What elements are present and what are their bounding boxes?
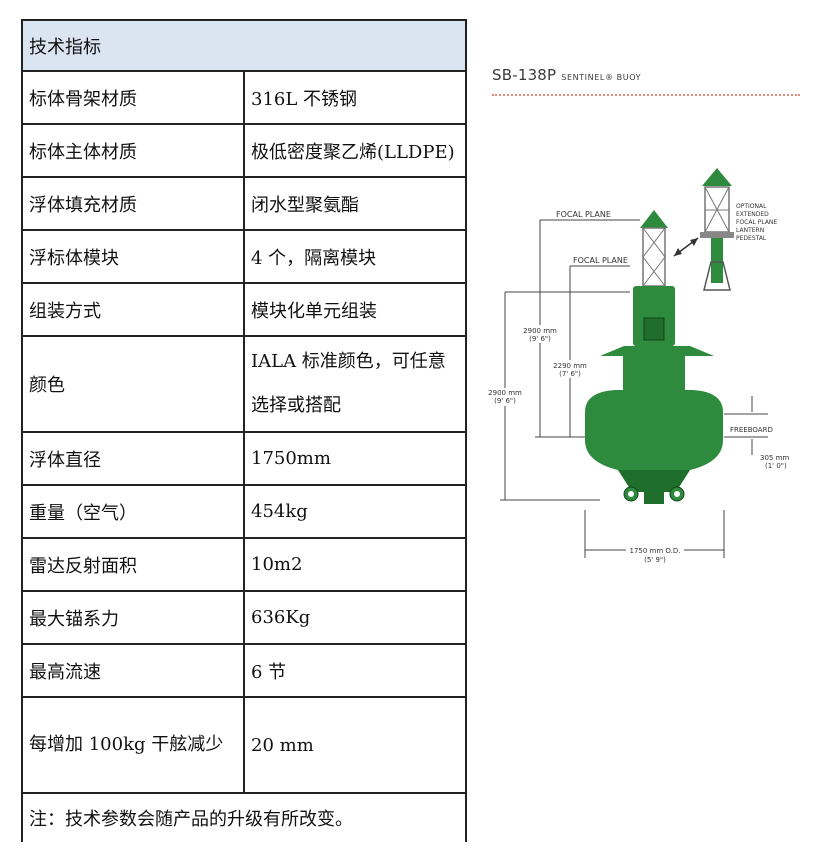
spec-key: 标体骨架材质 bbox=[21, 70, 245, 125]
spec-value: 20 mm bbox=[243, 696, 467, 794]
spec-key: 雷达反射面积 bbox=[21, 537, 245, 592]
spec-key: 标体主体材质 bbox=[21, 123, 245, 178]
optional-label: PEDESTAL bbox=[736, 235, 767, 242]
table-row: 最大锚系力 636Kg bbox=[21, 590, 467, 645]
buoy-model: SB-138P bbox=[492, 66, 557, 84]
label-bg bbox=[521, 325, 559, 343]
spec-value: 极低密度聚乙烯(LLDPE) bbox=[243, 123, 467, 178]
dimension-lines bbox=[500, 219, 768, 558]
dimension-label: (9' 6") bbox=[494, 397, 516, 405]
label-bg bbox=[626, 545, 684, 555]
spec-value: 636Kg bbox=[243, 590, 467, 645]
spec-key: 浮体填充材质 bbox=[21, 176, 245, 231]
table-row: 浮标体模块 4 个，隔离模块 bbox=[21, 229, 467, 284]
table-row: 标体骨架材质 316L 不锈钢 bbox=[21, 70, 467, 125]
table-note: 注：技术参数会随产品的升级有所改变。 bbox=[21, 792, 467, 842]
table-row: 组装方式 模块化单元组装 bbox=[21, 282, 467, 337]
focal-plane-label: FOCAL PLANE bbox=[573, 256, 628, 265]
optional-label: FOCAL PLANE bbox=[736, 219, 777, 226]
table-row: 浮体填充材质 闭水型聚氨酯 bbox=[21, 176, 467, 231]
spec-key: 颜色 bbox=[21, 335, 245, 433]
spec-key: 组装方式 bbox=[21, 282, 245, 337]
table-row: 重量（空气） 454kg bbox=[21, 484, 467, 539]
spec-value: 模块化单元组装 bbox=[243, 282, 467, 337]
spec-key: 浮体直径 bbox=[21, 431, 245, 486]
spec-key: 最高流速 bbox=[21, 643, 245, 698]
table-row: 每增加 100kg 干舷减少 20 mm bbox=[21, 696, 467, 794]
spec-value: 4 个，隔离模块 bbox=[243, 229, 467, 284]
dimension-label: 305 mm bbox=[760, 454, 789, 462]
table-header-row: 技术指标 bbox=[21, 19, 467, 72]
focal-plane-label: FOCAL PLANE bbox=[556, 210, 611, 219]
table-header: 技术指标 bbox=[21, 19, 467, 72]
arrow-head-icon bbox=[690, 238, 698, 246]
table-row: 浮体直径 1750mm bbox=[21, 431, 467, 486]
optional-pedestal-illustration bbox=[700, 168, 734, 291]
spec-key: 重量（空气） bbox=[21, 484, 245, 539]
optional-label: LANTERN bbox=[736, 227, 764, 234]
label-bg bbox=[486, 388, 524, 406]
spec-value: 1750mm bbox=[243, 431, 467, 486]
dimension-label: (1' 0") bbox=[765, 462, 787, 470]
buoy-title-block: SB-138P SENTINEL® BUOY bbox=[492, 66, 802, 96]
optional-label: OPTIONAL bbox=[736, 203, 767, 210]
buoy-subtitle: SENTINEL® BUOY bbox=[561, 73, 642, 82]
spec-value: 454kg bbox=[243, 484, 467, 539]
dimension-label: (5' 9") bbox=[644, 556, 666, 564]
spec-value: 316L 不锈钢 bbox=[243, 70, 467, 125]
dimension-label: (9' 6") bbox=[529, 335, 551, 343]
dimension-label: 2290 mm bbox=[553, 362, 587, 370]
spec-value: 6 节 bbox=[243, 643, 467, 698]
optional-label: EXTENDED bbox=[736, 211, 769, 218]
label-bg bbox=[551, 360, 589, 378]
dimension-label: 2900 mm bbox=[488, 389, 522, 397]
spec-key: 每增加 100kg 干舷减少 bbox=[21, 696, 245, 794]
table-note-row: 注：技术参数会随产品的升级有所改变。 bbox=[21, 792, 467, 842]
spec-key: 最大锚系力 bbox=[21, 590, 245, 645]
dimension-label: 1750 mm O.D. bbox=[630, 547, 681, 555]
freeboard-label: FREEBOARD bbox=[730, 426, 773, 434]
table-row: 最高流速 6 节 bbox=[21, 643, 467, 698]
spec-value: 闭水型聚氨酯 bbox=[243, 176, 467, 231]
dimension-label: (7' 6") bbox=[559, 370, 581, 378]
table-row: 雷达反射面积 10m2 bbox=[21, 537, 467, 592]
spec-value: IALA 标准颜色，可任意选择或搭配 bbox=[243, 335, 467, 433]
buoy-title: SB-138P SENTINEL® BUOY bbox=[492, 66, 802, 84]
spec-table: 技术指标 标体骨架材质 316L 不锈钢 标体主体材质 极低密度聚乙烯(LLDP… bbox=[21, 19, 467, 842]
title-divider bbox=[492, 94, 800, 96]
dimension-label: 2900 mm bbox=[523, 327, 557, 335]
arrow-tail-icon bbox=[674, 248, 682, 256]
spec-value: 10m2 bbox=[243, 537, 467, 592]
spec-key: 浮标体模块 bbox=[21, 229, 245, 284]
buoy-illustration bbox=[585, 210, 723, 504]
table-row: 标体主体材质 极低密度聚乙烯(LLDPE) bbox=[21, 123, 467, 178]
table-row: 颜色 IALA 标准颜色，可任意选择或搭配 bbox=[21, 335, 467, 433]
buoy-diagram: FOCAL PLANE FOCAL PLANE OPTIONAL EXTENDE… bbox=[486, 168, 789, 564]
